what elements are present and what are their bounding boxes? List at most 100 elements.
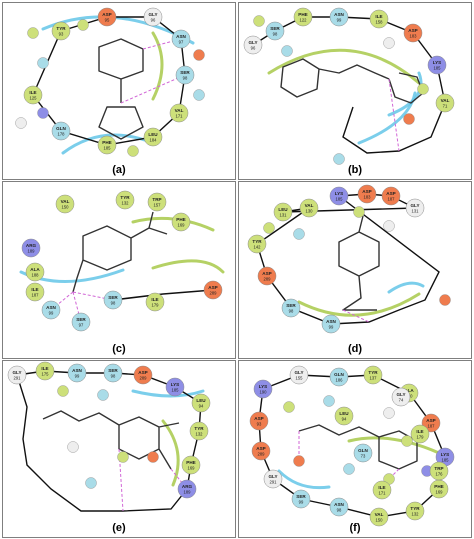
residue-blob — [127, 145, 139, 157]
residue-circle — [257, 266, 277, 286]
residue-circle — [281, 298, 301, 318]
residue-name: ILE — [378, 485, 385, 490]
residue-name: ASN — [334, 502, 344, 507]
residue-circle — [115, 190, 135, 210]
residue-circle — [51, 121, 71, 141]
residue-name: ARG — [182, 484, 193, 489]
residue-name: LEU — [278, 207, 288, 212]
residue-number: 98 — [111, 374, 116, 379]
pocket-contour — [61, 133, 155, 155]
panel-f: LYS190GLY155GLN186TYR137ALA190ASP187LYS1… — [238, 360, 472, 538]
residue-name: ILE — [375, 14, 382, 19]
residue-circle — [265, 21, 285, 41]
residue-circle — [329, 186, 349, 206]
residue-circle — [357, 184, 377, 204]
residue-name: PHE — [434, 484, 443, 489]
residue-number: 188 — [32, 273, 40, 278]
residue-name: TRP — [152, 197, 161, 202]
residue-circle — [299, 198, 319, 218]
ligand-structure — [42, 410, 180, 470]
residue-blob — [353, 206, 365, 218]
residue-number: 291 — [14, 376, 22, 381]
residue-name: TYR — [56, 26, 66, 31]
residue-number: 99 — [75, 374, 80, 379]
residue-number: 187 — [32, 293, 40, 298]
residue-name: TRP — [434, 466, 443, 471]
residue-blob — [417, 83, 429, 95]
residue-circle — [35, 361, 55, 381]
interaction-diagram-b: GLY96SER98PHE122ASN99ILE158ASP183LYS185V… — [243, 7, 455, 165]
residue-circle — [25, 282, 45, 302]
residue-name: ASP — [408, 28, 417, 33]
residue-circle — [145, 292, 165, 312]
residue-name: VAL — [375, 512, 384, 517]
residue-number: 132 — [412, 512, 420, 517]
residue-name: ASN — [72, 368, 82, 373]
residue-circle — [293, 7, 313, 27]
residue-blob — [383, 220, 395, 232]
pocket-contour — [151, 31, 164, 101]
residue-name: ASP — [138, 370, 147, 375]
residue-number: 150 — [62, 205, 70, 210]
residue-blob — [383, 407, 395, 419]
residue-number: 184 — [150, 138, 158, 143]
residue-name: VAL — [441, 98, 450, 103]
residue-name: TYR — [410, 506, 420, 511]
residue-number: 289 — [140, 376, 148, 381]
residue-name: LEU — [196, 398, 206, 403]
residue-circle — [97, 7, 117, 27]
residue-number: 131 — [280, 213, 288, 218]
residue-circle — [175, 65, 195, 85]
residue-blob — [293, 455, 305, 467]
residue-number: 97 — [79, 323, 84, 328]
residue-circle — [71, 312, 91, 332]
residue-name: ASP — [102, 12, 111, 17]
residue-number: 130 — [306, 209, 314, 214]
residue-number: 158 — [376, 20, 384, 25]
residue-name: ILE — [416, 429, 423, 434]
residue-blob — [27, 27, 39, 39]
residue-circle — [177, 479, 197, 499]
residue-blob — [403, 113, 415, 125]
residue-blob — [383, 37, 395, 49]
residue-circle — [143, 7, 163, 27]
residue-number: 99 — [337, 18, 342, 23]
panel-label-e: (e) — [112, 522, 126, 534]
residue-name: GLN — [334, 372, 344, 377]
residue-name: LEU — [339, 411, 349, 416]
residue-name: ALA — [404, 388, 414, 393]
residue-name: SER — [270, 26, 280, 31]
residue-name: SER — [180, 70, 190, 75]
panel-label-b: (b) — [347, 164, 363, 176]
residue-circle — [329, 367, 349, 387]
residue-circle — [251, 441, 271, 461]
residue-circle — [410, 424, 430, 444]
residue-name: ASP — [362, 189, 371, 194]
residue-number: 185 — [442, 458, 450, 463]
residue-circle — [321, 314, 341, 334]
ligand-structure — [298, 424, 418, 470]
residue-number: 189 — [28, 249, 36, 254]
residue-number: 185 — [104, 146, 112, 151]
